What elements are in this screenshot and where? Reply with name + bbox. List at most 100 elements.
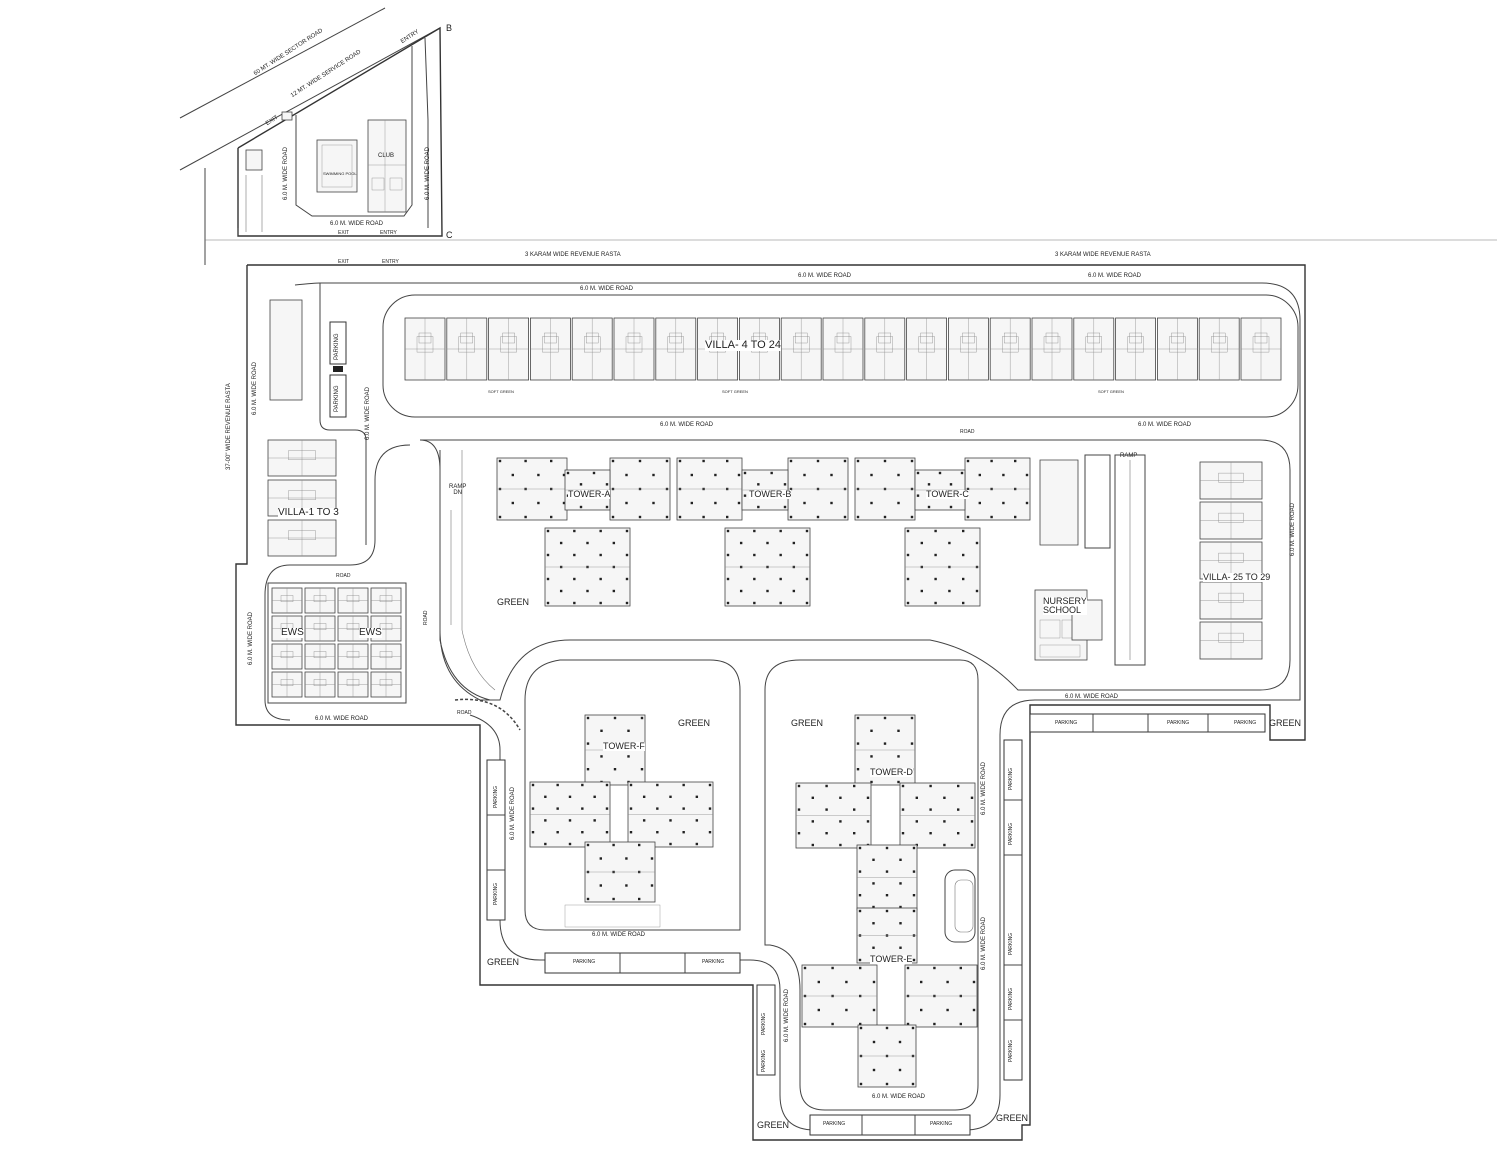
road-label-e-left: 6.0 M. WIDE ROAD [784, 988, 790, 1042]
road-label-mid-2: 6.0 M. WIDE ROAD [1138, 422, 1192, 428]
entry-label-gate: ENTRY [382, 259, 399, 265]
soft-green-1: SOFT GREEN [488, 389, 514, 394]
ramp-dn-label: RAMP DN [449, 484, 467, 496]
parking-label-r2: PARKING [1167, 720, 1190, 726]
soft-green-3: SOFT GREEN [1098, 389, 1124, 394]
club-plot [179, 7, 443, 265]
nursery-label: NURSERY SCHOOL [1043, 596, 1087, 615]
road-label-right-bottom: 6.0 M. WIDE ROAD [1065, 694, 1119, 700]
tower-d-label: TOWER-D [870, 767, 913, 777]
parking-label-b1: PARKING [573, 959, 596, 965]
road-label-mid-1: 6.0 M. WIDE ROAD [660, 422, 714, 428]
exit-label-bottom: EXIT [338, 230, 350, 236]
green-label-bottom-mid: GREEN [757, 1120, 790, 1130]
road-label-ews-bottom: 6.0 M. WIDE ROAD [315, 716, 369, 722]
garden-bay [944, 869, 976, 943]
parking-label-e3: PARKING [823, 1121, 846, 1127]
ews-block [267, 582, 407, 704]
exit-label-gate: EXIT [338, 259, 350, 265]
left-rasta-label: 37-00" WIDE REVENUE RASTA [226, 383, 232, 470]
main-site-boundary [235, 264, 1306, 1141]
parking-label-d1: PARKING [1008, 767, 1014, 790]
parking-box-2 [329, 374, 347, 418]
villa-cluster-left [267, 439, 337, 557]
road-label-d-right: 6.0 M. WIDE ROAD [981, 761, 987, 815]
parking-label-left-1: PARKING [334, 333, 340, 360]
tower-e-label: TOWER-E [870, 954, 913, 964]
villa-1-3-label: VILLA-1 TO 3 [278, 507, 339, 518]
green-label-mid: GREEN [497, 597, 530, 607]
corner-b: B [446, 23, 453, 33]
sector-road-line-2 [179, 27, 441, 171]
green-label-right: GREEN [1269, 718, 1302, 728]
tower-c-label: TOWER-C [926, 489, 969, 499]
parking-label-e2: PARKING [761, 1049, 767, 1072]
green-label-bottom-right: GREEN [996, 1113, 1029, 1123]
club-label: CLUB [378, 153, 395, 159]
ramp-right [1114, 454, 1146, 666]
parking-label-e1: PARKING [761, 1012, 767, 1035]
parking-label-d4: PARKING [1008, 987, 1014, 1010]
tower-a-label: TOWER-A [568, 489, 611, 499]
road-label-ews-top: ROAD [336, 573, 351, 579]
road-label-club-bottom: 6.0 M. WIDE ROAD [330, 221, 384, 227]
ews-label-1: EWS [281, 627, 304, 638]
road-label-f-bottom: 6.0 M. WIDE ROAD [592, 932, 646, 938]
guard-room [245, 149, 263, 171]
parking-label-left-2: PARKING [334, 385, 340, 412]
ramp-label: RAMP [1120, 453, 1138, 459]
villa-25-29-label: VILLA- 25 TO 29 [1203, 572, 1271, 582]
parking-label-e4: PARKING [930, 1121, 953, 1127]
road-label-left-inner: 6.0 M. WIDE ROAD [365, 386, 371, 440]
parking-strips [486, 713, 1266, 1136]
tower-de-island [764, 659, 979, 1111]
tower-f-label: TOWER-F [603, 741, 645, 751]
road-label-right-outer: 6.0 M. WIDE ROAD [1290, 502, 1296, 556]
parking-label-d3: PARKING [1008, 932, 1014, 955]
green-label-d: GREEN [791, 718, 824, 728]
road-label-curve: ROAD [457, 710, 472, 716]
service-block [1039, 459, 1079, 546]
green-label-f: GREEN [678, 718, 711, 728]
parking-box-1 [329, 321, 347, 365]
sector-road-line-1 [179, 7, 386, 119]
revenue-rasta-label-2: 3 KARAM WIDE REVENUE RASTA [1055, 252, 1151, 258]
road-label-top-right: 6.0 M. WIDE ROAD [1088, 273, 1142, 279]
villa-island-top [382, 294, 1299, 418]
road-label-e-right: 6.0 M. WIDE ROAD [981, 916, 987, 970]
corner-c: C [446, 230, 453, 240]
club-plot-boundary [237, 26, 443, 237]
road-label-mid-3: ROAD [960, 429, 975, 435]
parking-label-r1: PARKING [1055, 720, 1078, 726]
ramp-left [439, 450, 491, 701]
parking-label-b2: PARKING [702, 959, 725, 965]
road-label-e-bottom: 6.0 M. WIDE ROAD [872, 1094, 926, 1100]
parking-label-d2: PARKING [1008, 822, 1014, 845]
road-label-left-outer: 6.0 M. WIDE ROAD [252, 361, 258, 415]
villa-4-24-label: VILLA- 4 TO 24 [705, 339, 782, 351]
outer-ring-road [320, 282, 1301, 1131]
parking-label-f1: PARKING [493, 785, 499, 808]
swimming-pool [316, 139, 358, 193]
road-label-ramp-side: ROAD [423, 610, 429, 625]
villa-row-top [404, 317, 1282, 381]
road-label-villa-top: 6.0 M. WIDE ROAD [580, 286, 634, 292]
parking-label-r3: PARKING [1234, 720, 1257, 726]
green-label-bottom-left: GREEN [487, 957, 520, 967]
revenue-rasta-label-1: 3 KARAM WIDE REVENUE RASTA [525, 252, 621, 258]
road-label-ews-left: 6.0 M. WIDE ROAD [248, 611, 254, 665]
ews-label-2: EWS [359, 627, 382, 638]
service-road-edge [424, 37, 429, 228]
parking-strip-left [269, 299, 303, 401]
road-label-club-left: 6.0 M. WIDE ROAD [283, 146, 289, 200]
parking-label-f2: PARKING [493, 882, 499, 905]
pool-label: SWIMMING POOL [323, 171, 357, 176]
road-label-club-right: 6.0 M. WIDE ROAD [425, 146, 431, 200]
parking-label-d5: PARKING [1008, 1039, 1014, 1062]
left-road-inner [319, 283, 367, 545]
towers [496, 457, 1031, 1088]
tower-f-island [524, 659, 741, 931]
villa-cluster-right [1199, 461, 1263, 660]
tower-b-label: TOWER-B [749, 489, 792, 499]
